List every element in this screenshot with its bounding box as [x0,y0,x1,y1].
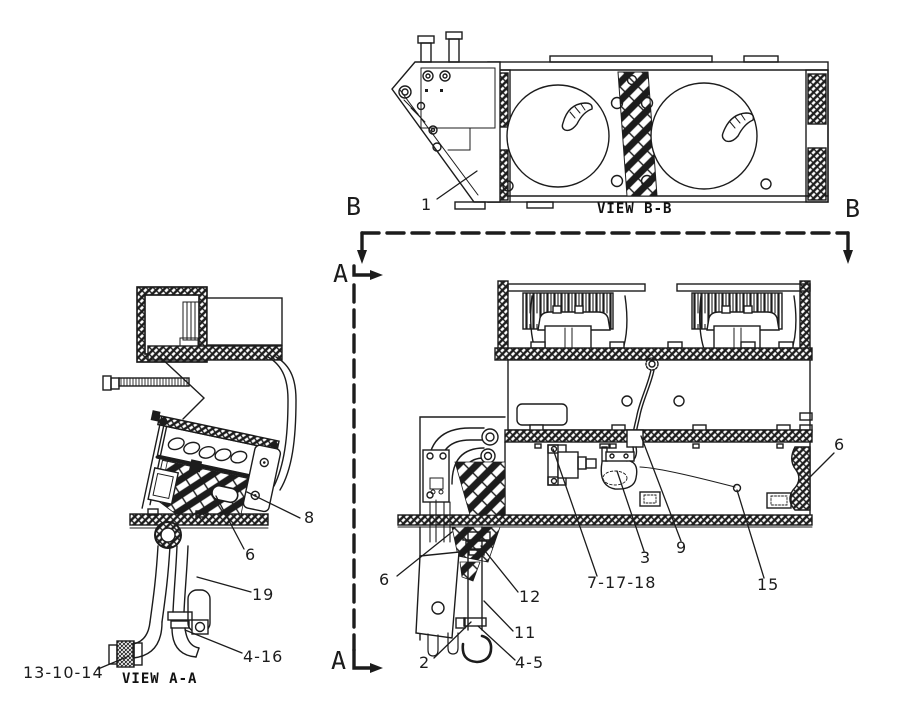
callout-6-right: 6 [834,435,846,454]
section-line-b-b [357,231,853,264]
view-bb-caption: VIEW B-B [597,201,673,217]
callout-3: 3 [640,548,652,567]
callout-6-lower-left: 6 [379,570,391,589]
callout-leader-lines [97,170,835,670]
callout-13-10-14: 13-10-14 [23,663,104,682]
callout-19: 19 [252,585,275,604]
view-aa-assembly [102,286,297,668]
view-bb-assembly [391,31,829,210]
callout-9: 9 [676,538,688,557]
view-aa-caption: VIEW A-A [122,671,198,687]
callout-12: 12 [519,587,542,606]
callout-4-16: 4-16 [243,647,284,666]
section-marker-a-top: A [333,259,349,288]
main-assembly [397,280,813,664]
callout-11: 11 [514,623,537,642]
section-marker-b-left: B [346,192,362,221]
callout-8: 8 [304,508,316,527]
callout-15: 15 [757,575,780,594]
callout-4-5: 4-5 [515,653,545,672]
section-marker-a-bottom: A [331,646,347,675]
callout-2: 2 [419,653,431,672]
callout-1: 1 [421,195,433,214]
section-marker-b-right: B [845,194,861,223]
callout-6-view-aa: 6 [245,545,257,564]
callout-7-17-18: 7-17-18 [587,573,657,592]
section-line-a-a [352,264,383,673]
